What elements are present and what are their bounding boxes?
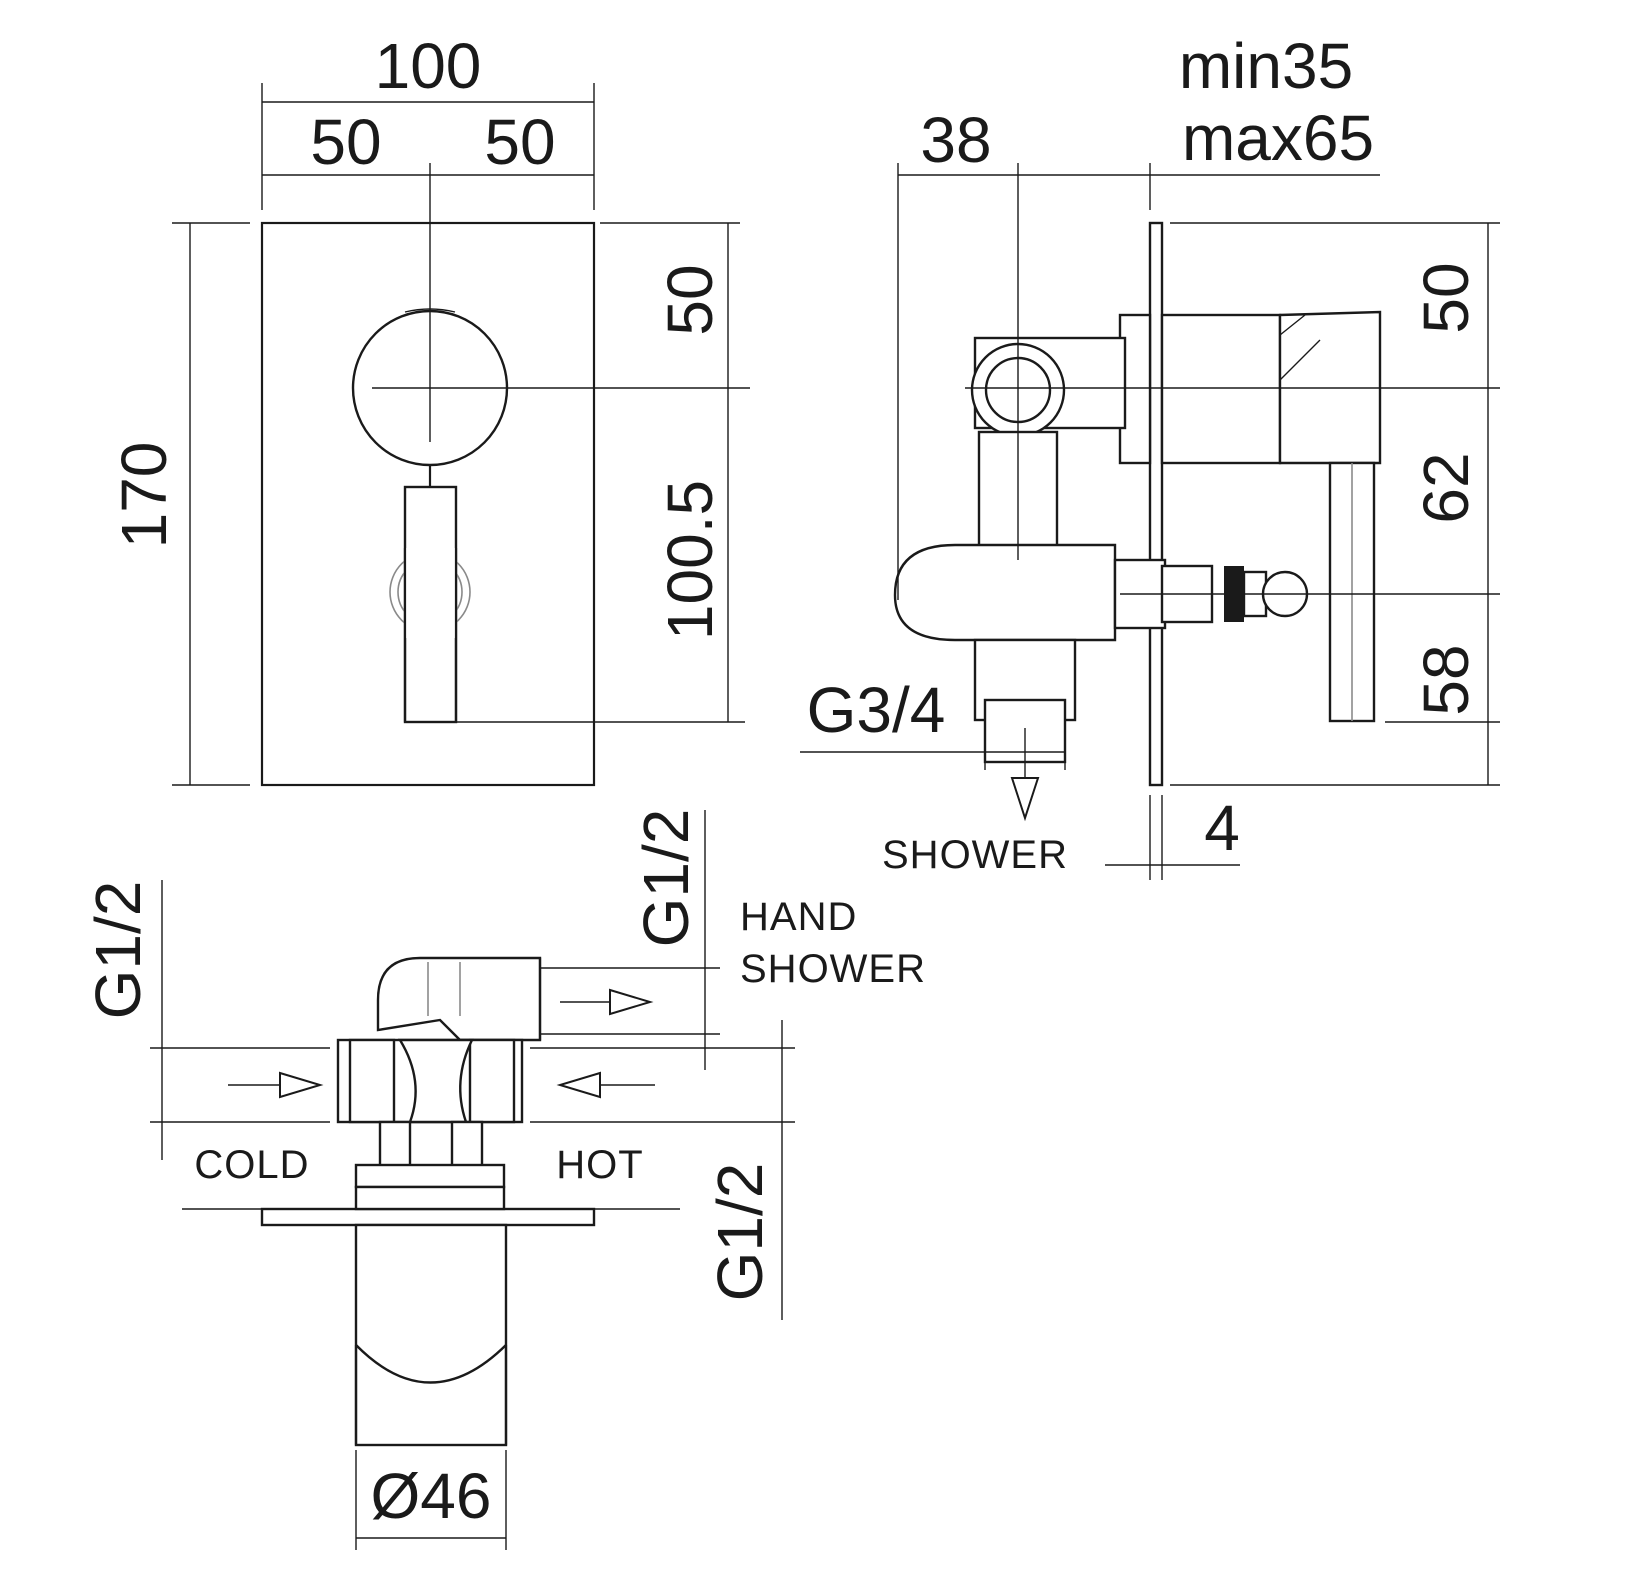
top-hand-shower-elbow — [376, 956, 542, 1042]
side-valve-body — [893, 543, 1117, 642]
top-dim-diameter: Ø46 — [371, 1460, 492, 1532]
side-outlet-label: SHOWER — [882, 833, 1068, 877]
side-cover-plate — [1148, 221, 1164, 787]
top-stem-right — [450, 1120, 484, 1169]
side-dim-plate-thickness: 4 — [1204, 792, 1240, 864]
side-dim-depth-min: min35 — [1179, 30, 1353, 102]
top-hot-arrow-head — [556, 1071, 601, 1099]
top-cartridge-collar — [354, 1185, 506, 1211]
top-cold-label: COLD — [194, 1143, 309, 1187]
top-stem-left — [378, 1120, 412, 1169]
top-hand-shower-label-line2: SHOWER — [740, 947, 926, 991]
top-hand-shower-thread: G1/2 — [630, 809, 702, 948]
top-cold-arrow-head — [279, 1071, 324, 1099]
side-view: 38 min35 max65 50 62 58 4 G3/4 SHOWER — [800, 30, 1500, 880]
side-outlet-arrow-head — [1010, 777, 1040, 822]
top-handle-body — [354, 1223, 508, 1447]
side-handle-bevel — [1279, 314, 1321, 381]
top-handle-front-curve — [355, 1344, 507, 1384]
front-dim-height: 170 — [108, 442, 180, 549]
top-cold-inlet-nut — [348, 1038, 396, 1124]
front-view: 100 50 50 170 50 100.5 — [108, 30, 750, 787]
front-dim-half-left: 50 — [310, 106, 381, 178]
top-hot-inlet-nut — [468, 1038, 516, 1124]
top-cold-thread: G1/2 — [82, 881, 154, 1020]
side-dim-middle: 62 — [1410, 452, 1482, 523]
top-hand-shower-arrow-head — [609, 988, 654, 1016]
top-cover-plate — [260, 1207, 596, 1227]
side-outlet-thread: G3/4 — [807, 674, 946, 746]
front-cover-plate — [260, 221, 596, 787]
top-view: Ø46 G1/2 COLD G1/2 HOT G1/2 HAND SHOWER — [82, 809, 926, 1550]
top-hot-label: HOT — [556, 1143, 643, 1187]
side-dim-upper: 50 — [1410, 262, 1482, 333]
front-dim-upper: 50 — [654, 264, 726, 335]
side-dim-body-depth: 38 — [920, 104, 991, 176]
top-hot-thread: G1/2 — [704, 1163, 776, 1302]
side-dim-lower: 58 — [1410, 644, 1482, 715]
front-dim-lower: 100.5 — [654, 480, 726, 640]
top-hand-shower-label-line1: HAND — [740, 895, 857, 939]
top-cartridge-flange — [354, 1163, 506, 1189]
front-dim-width: 100 — [375, 30, 482, 102]
side-dim-depth-max: max65 — [1182, 102, 1374, 174]
front-dim-half-right: 50 — [484, 106, 555, 178]
side-handle-body — [1160, 313, 1282, 465]
